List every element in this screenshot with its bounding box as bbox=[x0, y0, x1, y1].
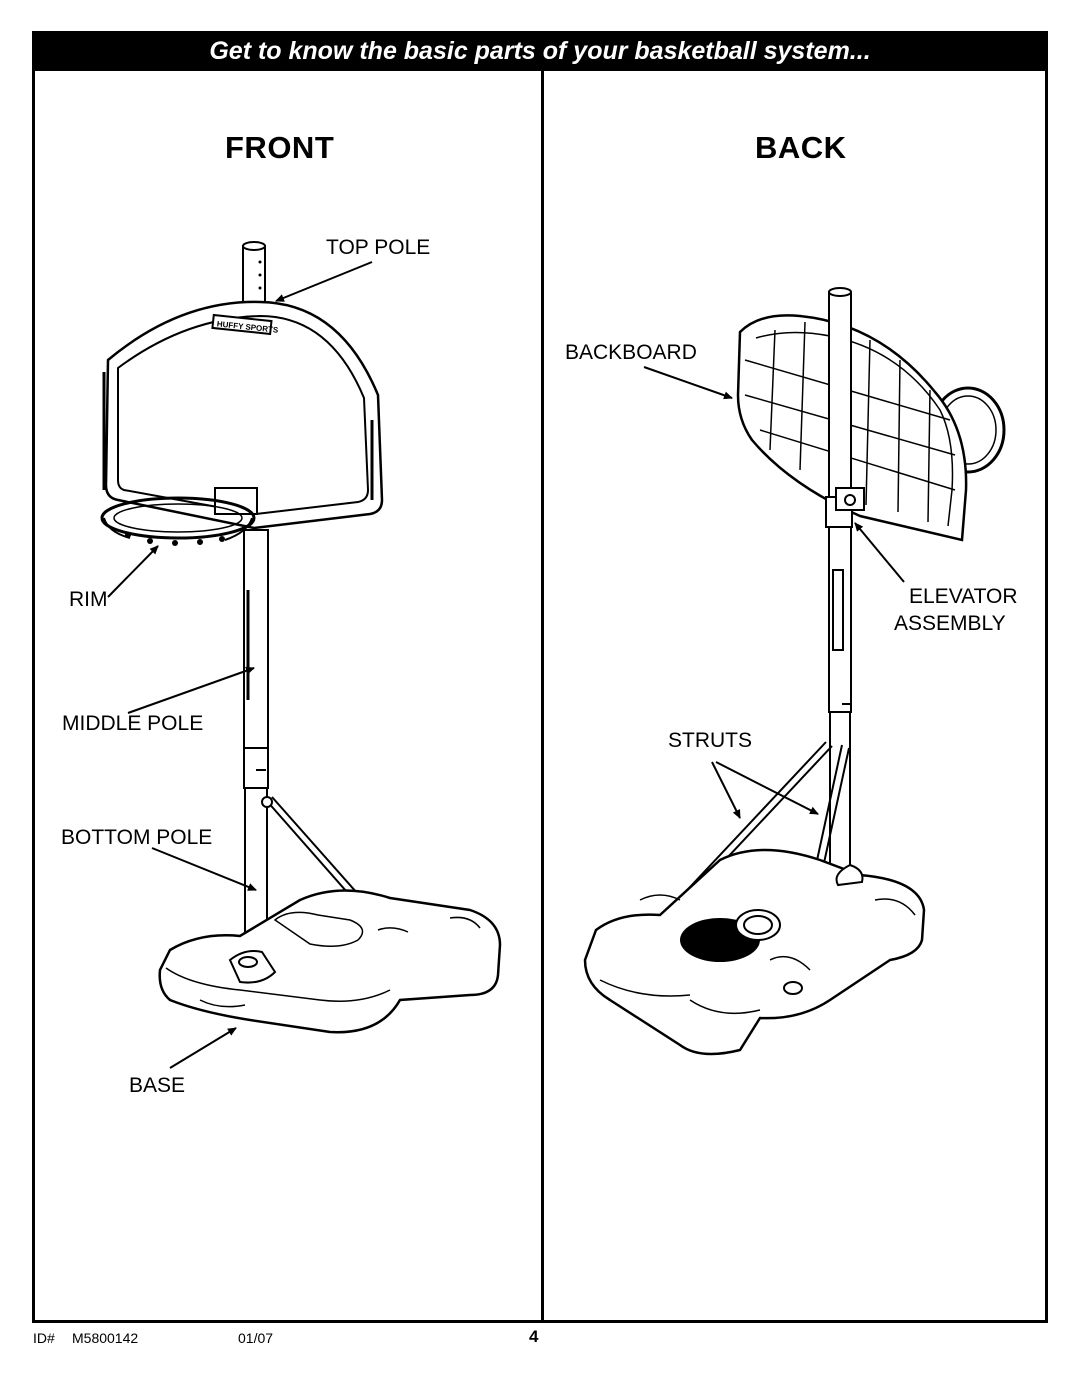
back-base bbox=[583, 848, 926, 1056]
middle-pole bbox=[243, 529, 269, 789]
arrow-top-pole bbox=[275, 261, 373, 302]
back-arrows bbox=[643, 366, 905, 819]
panel-divider bbox=[541, 71, 544, 1323]
top-pole bbox=[242, 241, 266, 311]
page-number: 4 bbox=[529, 1327, 539, 1346]
front-basketball-system: HUFFY SPORTS bbox=[100, 241, 502, 1034]
back-pole bbox=[825, 287, 853, 871]
label-middle-pole: MIDDLE POLE bbox=[62, 712, 204, 735]
label-base: BASE bbox=[129, 1074, 186, 1097]
front-base bbox=[158, 889, 502, 1034]
front-backboard: HUFFY SPORTS bbox=[102, 300, 384, 530]
back-basketball-system bbox=[583, 287, 1006, 1056]
front-heading: FRONT bbox=[225, 130, 335, 165]
label-struts: STRUTS bbox=[668, 729, 752, 752]
label-bottom-pole: BOTTOM POLE bbox=[61, 826, 213, 849]
arrow-elevator-assembly bbox=[854, 522, 905, 583]
label-backboard: BACKBOARD bbox=[565, 341, 697, 364]
arrow-base bbox=[169, 1027, 237, 1069]
back-elevator-assembly bbox=[835, 487, 865, 511]
label-assembly: ASSEMBLY bbox=[894, 612, 1006, 635]
front-arrows bbox=[107, 261, 373, 1069]
label-top-pole: TOP POLE bbox=[326, 236, 431, 259]
label-rim: RIM bbox=[69, 588, 108, 611]
arrow-bottom-pole bbox=[151, 847, 257, 891]
banner-title: Get to know the basic parts of your bask… bbox=[209, 36, 871, 65]
arrow-rim bbox=[107, 545, 159, 598]
back-heading: BACK bbox=[755, 130, 847, 165]
arrow-strut-left bbox=[711, 761, 741, 819]
footer-id-value: M5800142 bbox=[72, 1330, 139, 1346]
footer-date: 01/07 bbox=[238, 1330, 274, 1346]
page-banner: Get to know the basic parts of your bask… bbox=[32, 31, 1048, 71]
footer-id-label: ID# bbox=[33, 1330, 55, 1346]
arrow-middle-pole bbox=[127, 666, 255, 714]
label-elevator: ELEVATOR bbox=[909, 585, 1018, 608]
front-rim bbox=[100, 496, 256, 546]
arrow-strut-right bbox=[715, 761, 819, 815]
back-backboard bbox=[736, 314, 968, 542]
arrow-backboard bbox=[643, 366, 733, 400]
